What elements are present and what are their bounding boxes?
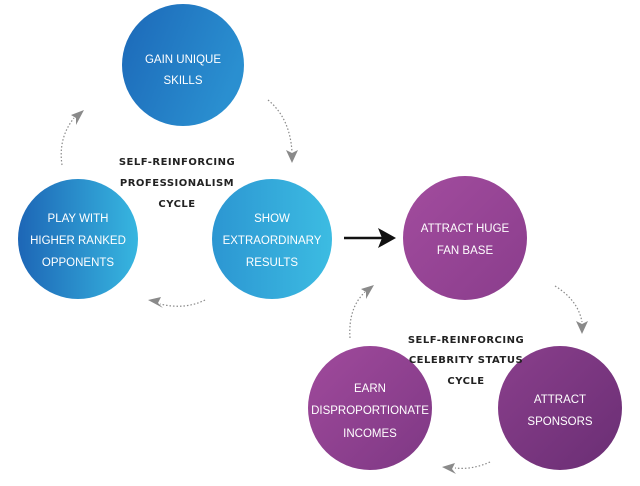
node-circle [498,346,622,470]
node-label: EARN [354,383,386,395]
cycle-label-line: CELEBRITY STATUS [409,355,523,366]
node-label: SPONSORS [527,416,593,428]
node-circle [308,346,432,470]
node-circle [122,4,244,126]
node-label: RESULTS [246,257,299,269]
arrowhead-icon [442,463,456,474]
node-circle [212,179,332,299]
node-label: SHOW [254,213,290,225]
celebrity-cycle-arrows [349,285,583,469]
dotted-arrow-fanbase-to-sponsors [554,285,583,323]
arrowhead-icon [576,321,588,334]
dotted-arrow-skills-to-results [267,99,293,153]
node-label: DISPROPORTIONATE [311,405,429,417]
node-label: EXTRAORDINARY [223,235,322,247]
node-earn-disproportionate-incomes: EARN DISPROPORTIONATE INCOMES [308,346,432,470]
main-connector-arrow [344,228,396,248]
arrowhead-icon [148,297,163,308]
node-label: FAN BASE [437,245,494,257]
dotted-arrow-play-to-skills [60,117,75,166]
professionalism-arrowheads [71,110,298,308]
cycle-label-line: CYCLE [447,376,484,387]
cycle-label-line: SELF-REINFORCING [119,157,235,168]
node-label: ATTRACT [534,394,586,406]
node-show-extraordinary-results: SHOW EXTRAORDINARY RESULTS [212,179,332,299]
cycle-label-line: SELF-REINFORCING [408,335,524,346]
cycle-label-line: PROFESSIONALISM [120,178,234,189]
node-gain-unique-skills: GAIN UNIQUE SKILLS [122,4,244,126]
node-circle [18,179,138,299]
node-label: GAIN UNIQUE [145,54,221,66]
node-label: ATTRACT HUGE [421,223,510,235]
node-play-with-higher-ranked-opponents: PLAY WITH HIGHER RANKED OPPONENTS [18,179,138,299]
node-label: PLAY WITH [48,213,109,225]
cycle-label-line: CYCLE [158,199,195,210]
node-label: INCOMES [343,428,397,440]
node-label: SKILLS [164,75,203,87]
node-attract-huge-fan-base: ATTRACT HUGE FAN BASE [403,176,527,300]
professionalism-cycle-label: SELF-REINFORCING PROFESSIONALISM CYCLE [119,157,235,210]
dotted-arrow-results-to-play [159,299,206,307]
celebrity-arrowheads [361,285,588,474]
node-label: OPPONENTS [42,257,115,269]
arrowhead-icon [361,285,374,299]
professionalism-cycle-arrows [60,99,293,307]
arrow-right-icon [378,228,396,248]
node-circle [403,176,527,300]
node-attract-sponsors: ATTRACT SPONSORS [498,346,622,470]
dotted-arrow-sponsors-to-earn [454,461,491,469]
arrowhead-icon [71,110,84,125]
celebrity-cycle-label: SELF-REINFORCING CELEBRITY STATUS CYCLE [408,335,524,387]
arrowhead-icon [286,150,298,163]
dotted-arrow-earn-to-fanbase [349,291,366,339]
node-label: HIGHER RANKED [30,235,126,247]
